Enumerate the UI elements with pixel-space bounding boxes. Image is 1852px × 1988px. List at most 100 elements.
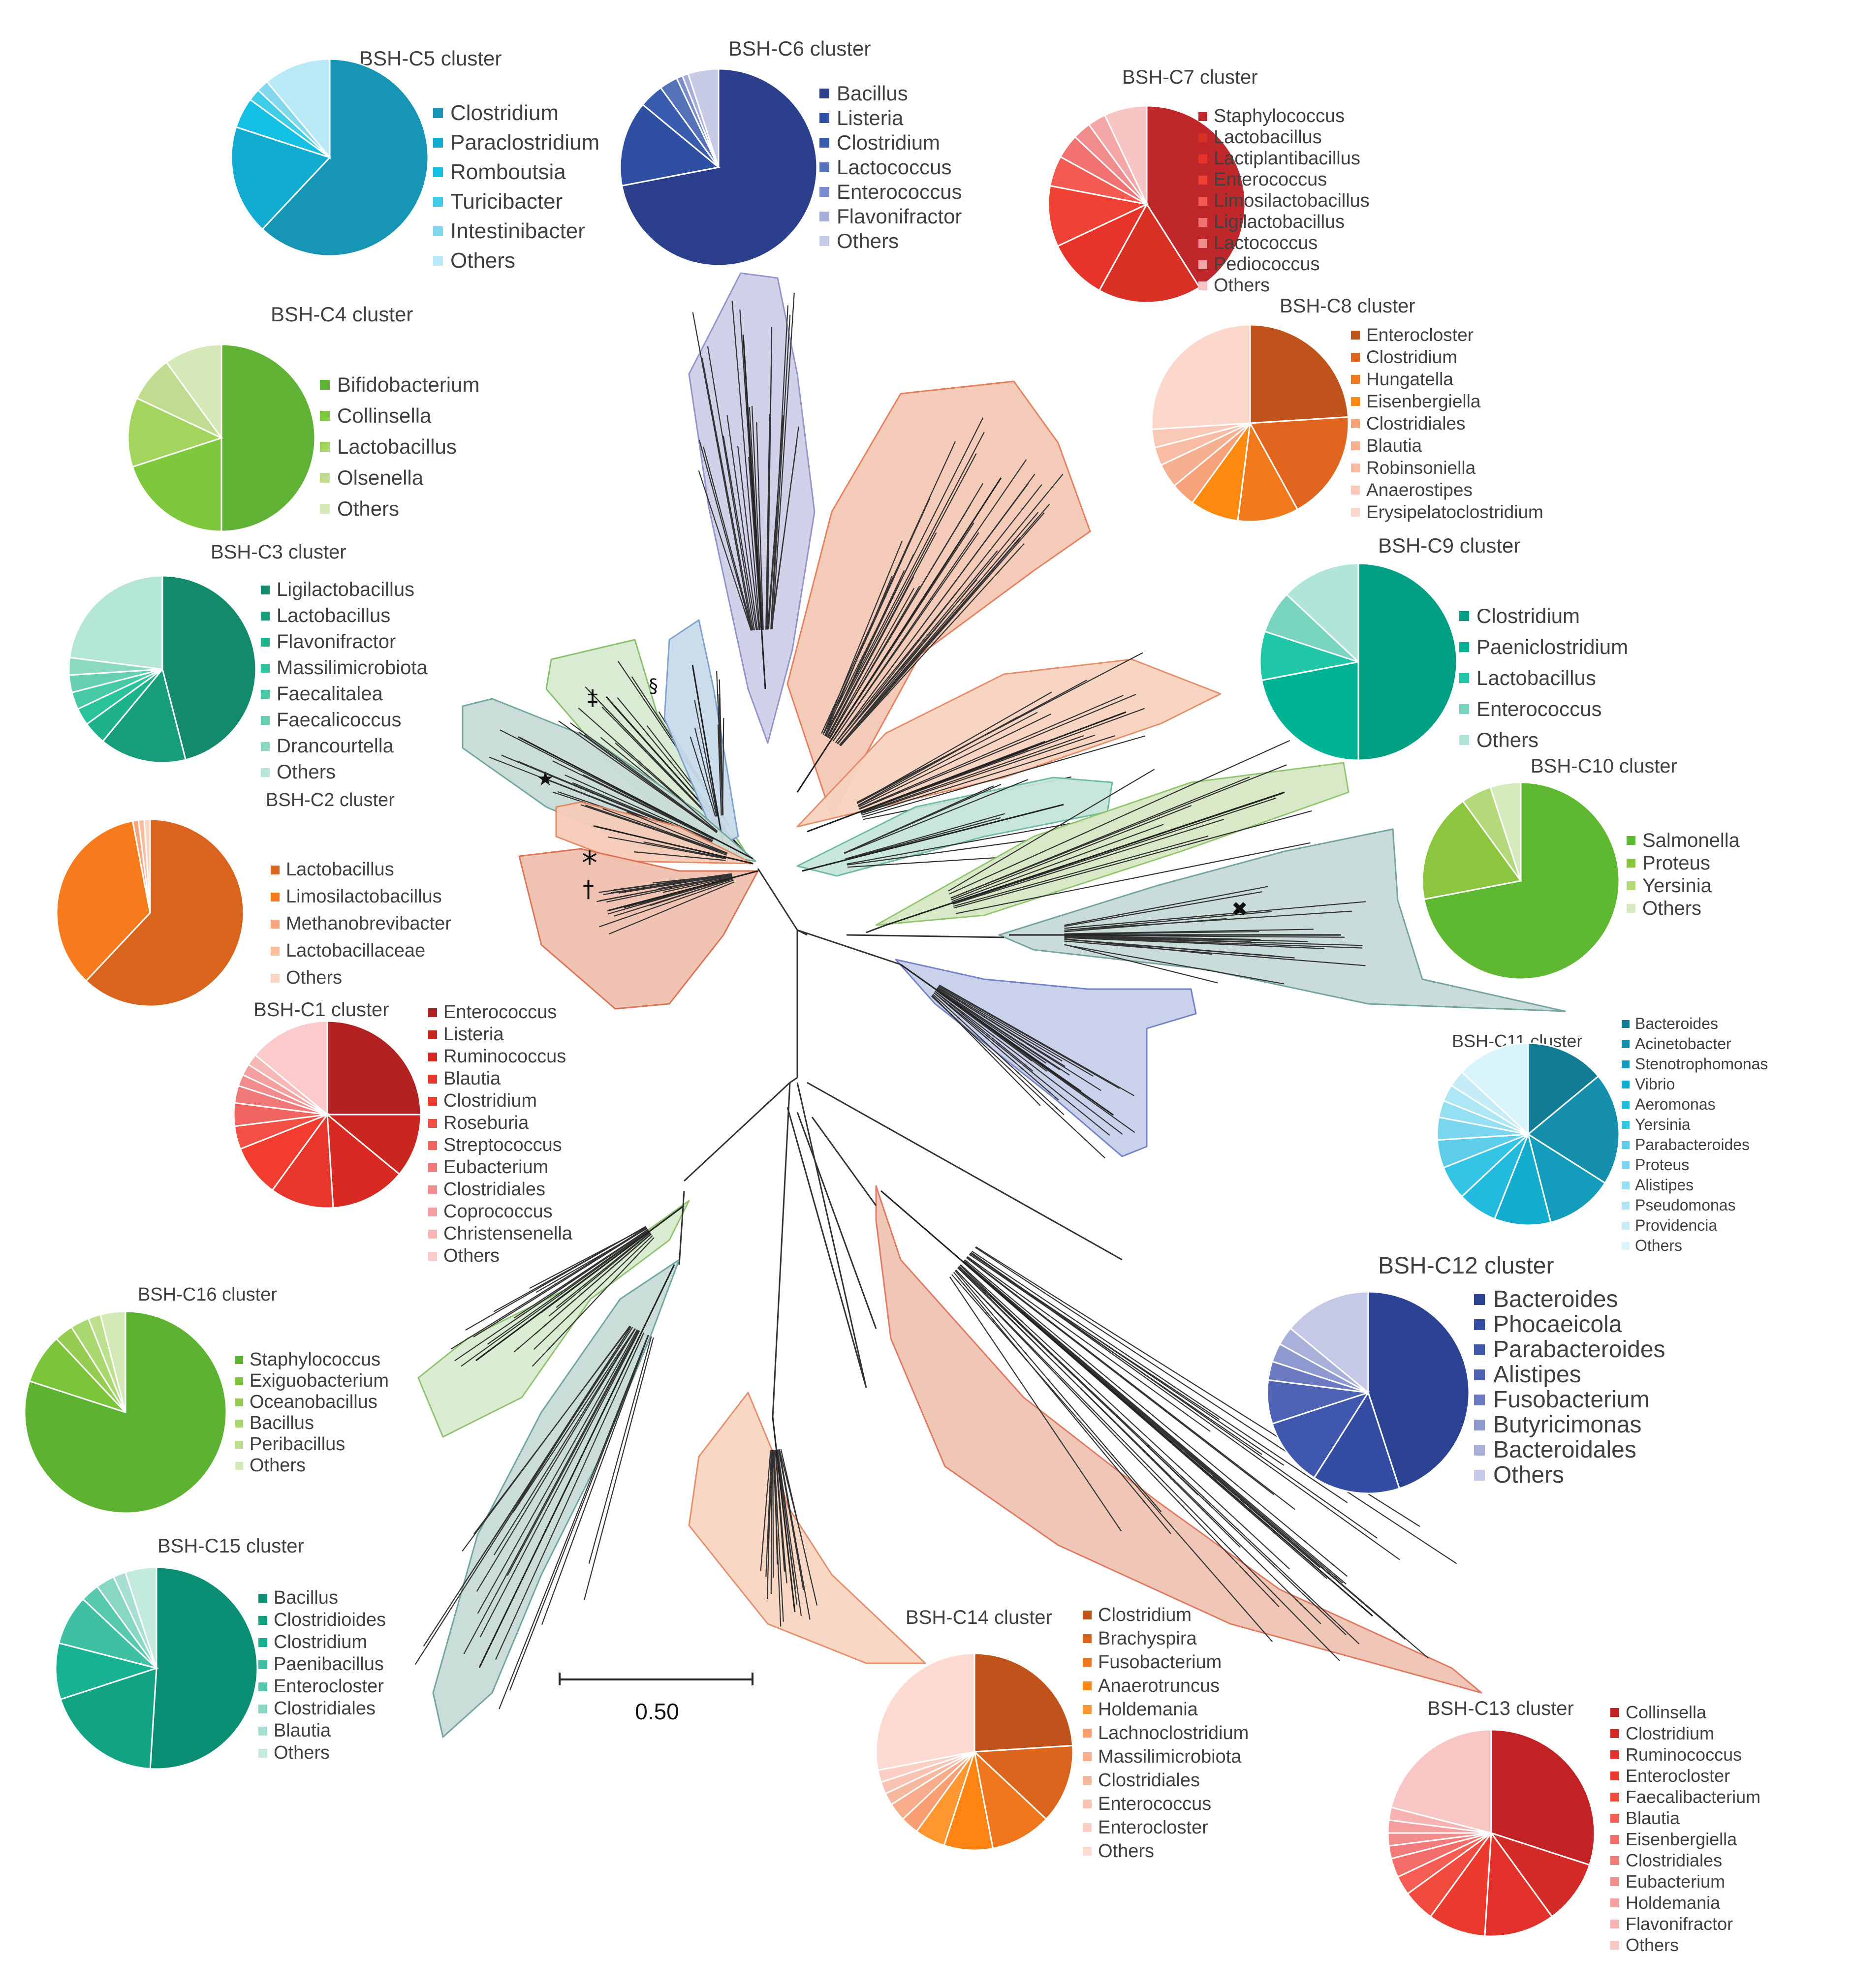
tree-branch: [931, 995, 1105, 1159]
legend-item: Romboutsia: [433, 157, 599, 187]
tree-branch: [966, 1257, 1274, 1495]
legend-item: Clostridium: [433, 98, 599, 128]
legend-item: Vibrio: [1622, 1074, 1768, 1094]
tree-branch: [716, 671, 723, 815]
pie-slice-bifidobacterium: [220, 343, 316, 532]
pie-slice-limosilactobacillus: [56, 820, 151, 982]
pie-slice-lactobacillus: [101, 667, 187, 764]
legend-item: Paraclostridium: [433, 128, 599, 157]
legend-label: Massilimicrobiota: [1098, 1746, 1242, 1767]
legend-item: Eubacterium: [1610, 1871, 1760, 1892]
tree-branch: [1064, 929, 1314, 934]
tree-branch: [614, 878, 734, 917]
legend-item: Staphylococcus: [235, 1349, 389, 1370]
legend-swatch: [1610, 1877, 1619, 1886]
legend-label: Anaerostipes: [1366, 479, 1473, 500]
legend-label: Yersinia: [1635, 1116, 1691, 1133]
legend-label: Ligilactobacillus: [1214, 212, 1345, 232]
legend-item: Others: [1622, 1236, 1768, 1256]
legend-item: Clostridium: [819, 130, 962, 155]
legend-label: Faecalicoccus: [277, 709, 402, 731]
tree-branch: [950, 777, 1250, 899]
legend-item: Hungatella: [1351, 368, 1543, 390]
pie-slice-collinsella: [131, 436, 222, 532]
legend-swatch: [261, 715, 270, 725]
tree-branch: [955, 842, 1311, 914]
tree-branch: [643, 841, 726, 859]
pie-chart: [1266, 1291, 1470, 1494]
legend-swatch: [1627, 881, 1635, 890]
tree-branch: [1064, 911, 1272, 931]
legend-swatch: [1474, 1344, 1485, 1355]
legend-swatch: [1610, 1792, 1619, 1802]
legend-item: Limosilactobacillus: [271, 883, 451, 910]
legend-label: Brachyspira: [1098, 1628, 1197, 1649]
tree-branch: [580, 804, 728, 855]
legend-item: Lactobacillus: [320, 431, 479, 462]
marker-star: ★: [536, 768, 554, 790]
legend-swatch: [235, 1419, 243, 1428]
legend-item: Methanobrevibacter: [271, 910, 451, 937]
legend-item: Others: [433, 246, 599, 276]
legend-swatch: [258, 1726, 267, 1736]
legend-swatch: [1198, 196, 1207, 206]
tree-branch: [463, 1330, 639, 1654]
tree-branch: [860, 708, 1145, 813]
legend-label: Others: [450, 248, 516, 273]
legend-swatch: [1198, 260, 1207, 269]
tree-branch: [694, 727, 718, 817]
legend-label: Others: [286, 967, 343, 988]
tree-branch: [969, 1253, 1262, 1455]
legend-label: Clostridium: [837, 131, 941, 154]
cluster-title: BSH-C6 cluster: [728, 37, 871, 60]
legend-item: Lactiplantibacillus: [1198, 148, 1370, 169]
legend-swatch: [1459, 611, 1469, 621]
tree-branch: [966, 1256, 1296, 1510]
tree-branch: [857, 691, 1052, 804]
tree-branch: [955, 1270, 1340, 1661]
tree-branch: [786, 1107, 867, 1388]
legend-label: Eubacterium: [443, 1157, 549, 1178]
pie-slice-bacteroides: [1527, 1042, 1600, 1136]
tree-branch: [825, 570, 905, 737]
legend-item: Fusobacterium: [1083, 1650, 1249, 1674]
tree-branch: [958, 1266, 1347, 1636]
legend-label: Ruminococcus: [443, 1046, 566, 1067]
legend-swatch: [1351, 419, 1360, 428]
pie-slice-olsenella: [136, 361, 222, 439]
legend-swatch: [261, 689, 270, 699]
legend-label: Others: [337, 497, 400, 520]
legend-item: Flavonifractor: [261, 629, 428, 655]
tree-branch: [832, 532, 979, 742]
tree-branch: [767, 326, 773, 630]
tree-branch: [775, 1450, 785, 1572]
legend-swatch: [261, 742, 270, 751]
clade-region: [688, 1392, 926, 1664]
tree-branch: [828, 483, 984, 739]
tree-branch: [848, 856, 1010, 868]
tree-branch: [634, 851, 726, 861]
legend-label: Bifidobacterium: [337, 373, 480, 396]
legend-item: Streptococcus: [428, 1134, 572, 1156]
tree-branch: [487, 1230, 649, 1345]
legend-swatch: [1083, 1776, 1092, 1785]
legend-swatch: [1198, 112, 1207, 121]
tree-branch: [954, 1270, 1162, 1513]
legend-item: Others: [271, 964, 451, 992]
legend-label: Blautia: [1366, 435, 1422, 456]
tree-branch: [742, 334, 766, 689]
tree-branch: [1064, 886, 1268, 926]
legend-item: Clostridioides: [258, 1609, 386, 1631]
pie-slice-enterococcus: [326, 1020, 422, 1116]
tree-branch: [963, 1260, 1347, 1584]
cluster-title: BSH-C1 cluster: [253, 999, 389, 1021]
tree-branch: [584, 1337, 654, 1600]
legend-label: Others: [1626, 1934, 1679, 1955]
legend-swatch: [261, 611, 270, 621]
legend-item: Anaerostipes: [1351, 479, 1543, 501]
legend-label: Phocaeicola: [1493, 1311, 1622, 1337]
legend-swatch: [1198, 239, 1207, 248]
legend-item: Salmonella: [1627, 829, 1740, 852]
tree-branch: [615, 742, 718, 832]
